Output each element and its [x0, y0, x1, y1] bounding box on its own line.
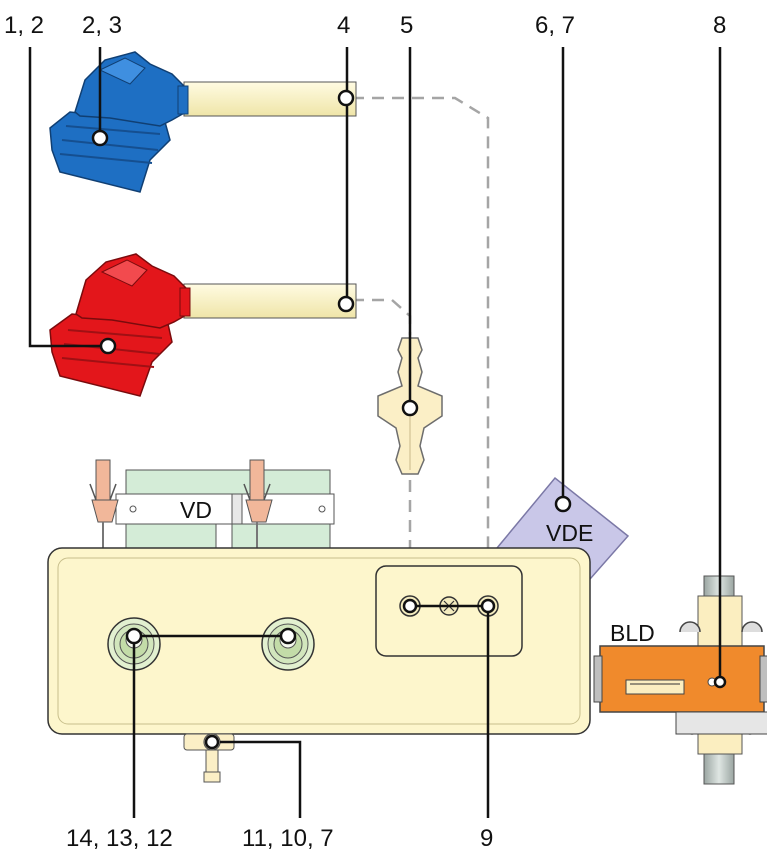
callout-2-3: 2, 3 [82, 12, 122, 39]
marker-knob-right [279, 627, 297, 645]
top-callouts: 1, 2 2, 3 4 5 6, 7 8 [4, 12, 726, 39]
red-chamber [49, 253, 191, 397]
vd-label: VD [180, 497, 212, 523]
callout-5: 5 [400, 12, 413, 39]
marker-5 [401, 399, 419, 417]
leader-lines [28, 47, 722, 818]
callout-4: 4 [337, 12, 350, 39]
marker-port-left [402, 598, 418, 614]
leader-1-2 [28, 47, 102, 348]
callout-6-7: 6, 7 [535, 12, 575, 39]
clamp-left [89, 459, 119, 552]
dashed-line-to-filter [352, 298, 412, 335]
marker-4-top [337, 89, 355, 107]
marker-4-bottom [337, 295, 355, 313]
vde-label: VDE [546, 520, 593, 546]
callout-1-2: 1, 2 [4, 12, 44, 39]
leader-11-10-7 [220, 740, 302, 818]
bld-label: BLD [610, 620, 655, 646]
leader-markers [91, 89, 727, 750]
marker-6-7 [554, 495, 572, 513]
callout-9: 9 [480, 825, 493, 852]
marker-2-3 [91, 129, 109, 147]
bottom-callouts: 14, 13, 12 11, 10, 7 9 [66, 825, 493, 852]
callout-8: 8 [713, 12, 726, 39]
blue-chamber [49, 51, 189, 193]
callout-11-10-7: 11, 10, 7 [242, 825, 334, 852]
marker-1-2 [99, 337, 117, 355]
bld-detector: BLD [593, 575, 767, 785]
marker-11-10-7 [204, 734, 220, 750]
marker-8 [713, 675, 727, 689]
clamp-right [243, 459, 273, 552]
dashed-line-to-port-9 [352, 96, 490, 606]
tube-bottom [183, 283, 357, 319]
callout-14-13-12: 14, 13, 12 [66, 825, 173, 852]
vd-panel: VD [115, 469, 335, 551]
marker-9 [480, 598, 496, 614]
marker-14-13-12 [125, 627, 143, 645]
tube-top [183, 81, 357, 117]
